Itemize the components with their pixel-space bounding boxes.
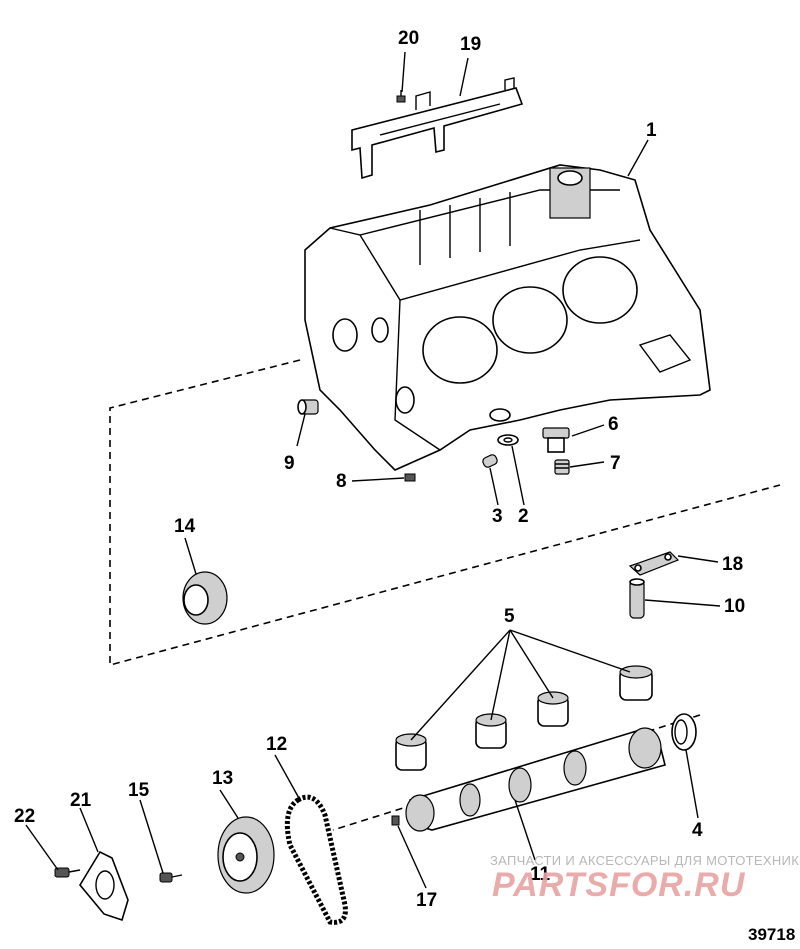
part-cylinder-block bbox=[304, 164, 711, 471]
callout-22: 22 bbox=[14, 806, 35, 827]
callout-8: 8 bbox=[336, 471, 347, 492]
part-lifter-guide bbox=[351, 77, 524, 180]
part-dowel-17 bbox=[391, 815, 400, 826]
watermark-caption: ЗАПЧАСТИ И АКСЕССУАРЫ ДЛЯ МОТОТЕХНИКИ bbox=[490, 853, 800, 868]
callout-7: 7 bbox=[610, 453, 621, 474]
callout-21: 21 bbox=[70, 790, 92, 811]
part-plug-9 bbox=[297, 399, 319, 415]
callout-9: 9 bbox=[284, 453, 295, 474]
part-cam-bearings-5 bbox=[395, 665, 653, 771]
part-camshaft-11 bbox=[405, 727, 666, 832]
part-plug-7 bbox=[554, 459, 570, 475]
watermark-logo: PARTSFOR.RU bbox=[492, 866, 746, 904]
callout-4: 4 bbox=[692, 820, 703, 841]
callout-19: 19 bbox=[460, 34, 481, 55]
callout-14: 14 bbox=[174, 516, 196, 537]
callout-6: 6 bbox=[608, 414, 619, 435]
part-plug-6 bbox=[542, 427, 570, 453]
callout-5: 5 bbox=[504, 606, 515, 627]
part-lifter-10 bbox=[629, 578, 645, 619]
part-lifter-retainer-18 bbox=[628, 551, 680, 576]
callout-11: 11 bbox=[530, 864, 551, 885]
leader-lines bbox=[25, 51, 721, 889]
dashed-group-boundary bbox=[109, 359, 781, 667]
callout-1: 1 bbox=[646, 120, 657, 141]
part-timing-chain-12 bbox=[284, 794, 348, 925]
part-thrust-plate-21 bbox=[79, 850, 129, 922]
part-bolt-22 bbox=[54, 867, 81, 878]
callout-18: 18 bbox=[722, 554, 743, 575]
callout-2: 2 bbox=[518, 506, 529, 527]
callout-15: 15 bbox=[128, 780, 150, 801]
callout-10: 10 bbox=[724, 596, 745, 617]
part-cam-sprocket-13 bbox=[217, 816, 275, 894]
callout-20: 20 bbox=[398, 28, 419, 49]
part-crank-sprocket-14 bbox=[182, 571, 228, 625]
callout-12: 12 bbox=[266, 734, 287, 755]
part-dowel-3 bbox=[482, 454, 498, 468]
part-bolt-20 bbox=[396, 90, 406, 103]
part-pin-8 bbox=[404, 473, 416, 482]
callout-17: 17 bbox=[416, 890, 437, 911]
part-washer-2 bbox=[497, 434, 519, 446]
figure-number: 39718 bbox=[748, 925, 796, 944]
callout-13: 13 bbox=[212, 768, 233, 789]
part-bolt-15 bbox=[159, 872, 183, 883]
callout-3: 3 bbox=[492, 506, 503, 527]
part-bearing-4 bbox=[671, 713, 697, 751]
